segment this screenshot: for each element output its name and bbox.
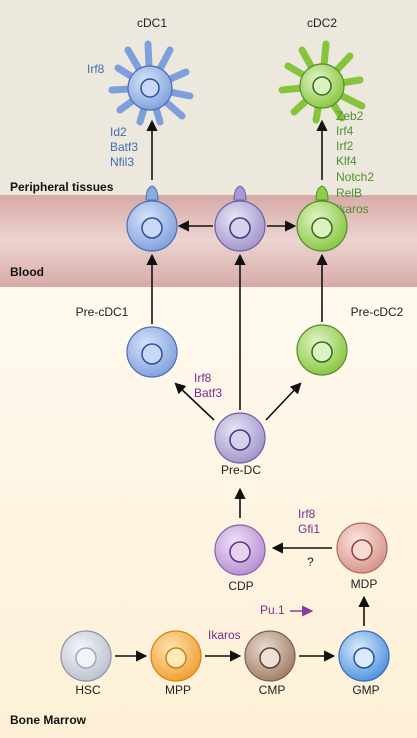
pre-cdc2-label: Pre-cDC2 (351, 305, 404, 319)
mdp-factor-irf8: Irf8 (298, 507, 316, 521)
mpp-cmp-factor-ikaros: Ikaros (208, 628, 241, 642)
cdc2-tissue-entry-cell-icon (296, 185, 348, 252)
cdc2-factor-zeb2: Zeb2 (336, 109, 364, 123)
cdc2-factor-ikaros: Ikaros (336, 202, 369, 216)
cdc1-factor-nfil3: Nfil3 (110, 155, 134, 169)
cdc2-factor-irf4: Irf4 (336, 124, 354, 138)
pre-dc-cell-icon (214, 412, 266, 464)
mpp-label: MPP (165, 683, 191, 697)
blood-band (0, 195, 417, 287)
predc-factor-irf8: Irf8 (194, 371, 212, 385)
hsc-label: HSC (75, 683, 101, 697)
pre-dc-label: Pre-DC (221, 463, 261, 477)
mdp-cell-icon (336, 522, 388, 574)
hsc-cell-icon (60, 630, 112, 682)
arrow-pre-dc-to-pre-cdc1 (174, 382, 215, 421)
cmp-label: CMP (259, 683, 286, 697)
gmp-label: GMP (352, 683, 379, 697)
predc-factor-batf3: Batf3 (194, 386, 222, 400)
gmp-cell-icon (338, 630, 390, 682)
cdp-cell-icon (214, 524, 266, 576)
mdp-factor-gfi1: Gfi1 (298, 522, 320, 536)
pre-cdc1-cell-icon (126, 326, 178, 378)
cmp-cell-icon (244, 630, 296, 682)
cdc1-irf8-label: Irf8 (87, 62, 105, 76)
mdp-cdp-question-mark: ? (307, 555, 314, 569)
cdc2-factor-relb: RelB (336, 186, 362, 200)
cdc1-tissue-entry-cell-icon (126, 185, 178, 252)
mpp-cell-icon (150, 630, 202, 682)
cdc2-dendritic-cell-icon (278, 40, 366, 124)
cmp-gmp-factor-pu1: Pu.1 (260, 603, 285, 617)
section-bone-marrow-label: Bone Marrow (10, 713, 87, 727)
lineage-arrows (115, 119, 370, 662)
pre-cdc2-cell-icon (296, 324, 348, 376)
mdp-label: MDP (351, 577, 378, 591)
pre-dc-tissue-entry-cell-icon (214, 185, 266, 252)
cdc1-dendritic-cell-icon (108, 40, 194, 126)
cdc1-label: cDC1 (137, 16, 167, 30)
cdc2-factor-klf4: Klf4 (336, 154, 357, 168)
section-peripheral-label: Peripheral tissues (10, 180, 114, 194)
cdc1-factor-id2: Id2 (110, 125, 127, 139)
section-blood-label: Blood (10, 265, 44, 279)
cdc2-factor-notch2: Notch2 (336, 170, 374, 184)
arrow-pre-dc-to-pre-cdc2 (265, 382, 302, 421)
cdc1-factor-batf3: Batf3 (110, 140, 138, 154)
cdc2-factor-irf2: Irf2 (336, 139, 354, 153)
cdc2-label: cDC2 (307, 16, 337, 30)
pre-cdc1-label: Pre-cDC1 (76, 305, 129, 319)
cdp-label: CDP (228, 579, 253, 593)
